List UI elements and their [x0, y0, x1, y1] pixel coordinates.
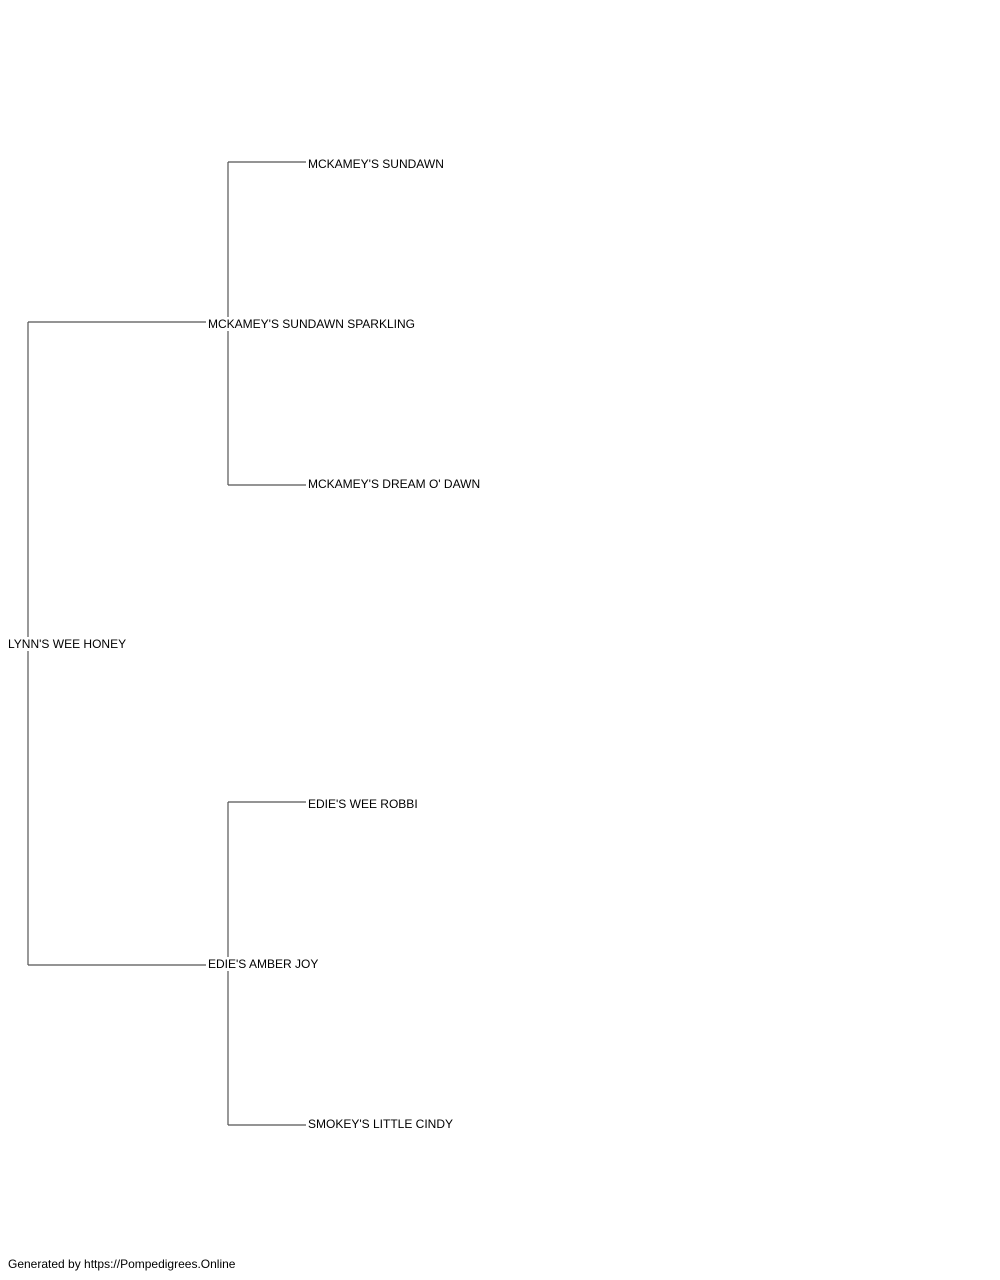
sire-dam-name: MCKAMEY'S DREAM O' DAWN	[308, 477, 481, 491]
dam-dam-name: SMOKEY'S LITTLE CINDY	[308, 1117, 453, 1131]
sire-sire-name: MCKAMEY'S SUNDAWN	[308, 157, 444, 171]
generated-by-footer: Generated by https://Pompedigrees.Online	[8, 1257, 236, 1271]
subject-name: LYNN'S WEE HONEY	[8, 637, 127, 651]
dam-sire-name: EDIE'S WEE ROBBI	[308, 797, 418, 811]
dam-name: EDIE'S AMBER JOY	[208, 957, 319, 971]
sire-name: MCKAMEY'S SUNDAWN SPARKLING	[208, 317, 415, 331]
